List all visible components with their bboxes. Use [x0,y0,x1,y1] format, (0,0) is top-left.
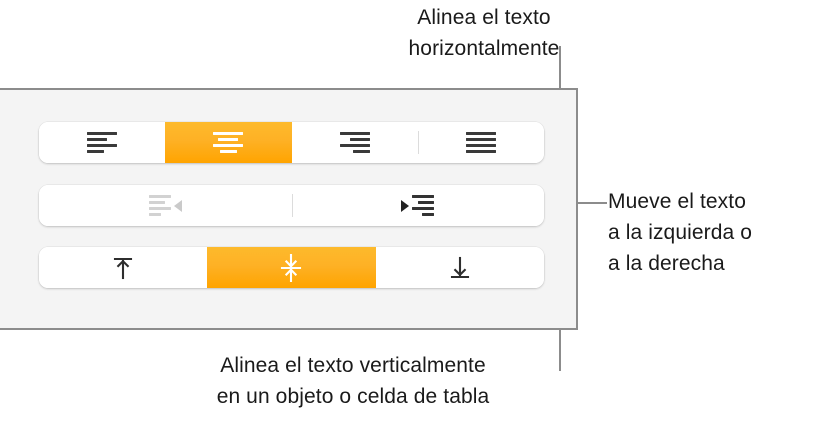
increase-indent-icon [401,195,435,217]
decrease-indent-button[interactable] [39,185,292,226]
align-top-icon [110,254,136,282]
align-justify-button[interactable] [417,122,544,163]
align-top-button[interactable] [39,247,208,288]
align-justify-icon [465,131,496,154]
align-middle-button[interactable] [207,247,376,288]
vertical-alignment-group[interactable] [39,247,544,288]
callout-label-vertical-alignment: Alinea el texto verticalmente en un obje… [216,354,490,408]
align-right-icon [339,131,370,154]
align-middle-icon [278,253,304,282]
align-bottom-button[interactable] [375,247,544,288]
increase-indent-button[interactable] [291,185,544,226]
align-left-icon [87,131,118,154]
align-center-button[interactable] [165,122,292,163]
callout-label-horizontal-alignment: Alinea el texto horizontalmente [408,6,560,60]
align-center-icon [213,131,244,154]
horizontal-alignment-group[interactable] [39,122,544,163]
callout-label-indent: Mueve el texto a la izquierda o a la der… [608,190,753,275]
indent-group[interactable] [39,185,544,226]
align-left-button[interactable] [39,122,166,163]
align-bottom-icon [447,254,473,282]
align-right-button[interactable] [291,122,418,163]
format-alignment-panel [0,88,578,330]
decrease-indent-icon [148,195,182,217]
